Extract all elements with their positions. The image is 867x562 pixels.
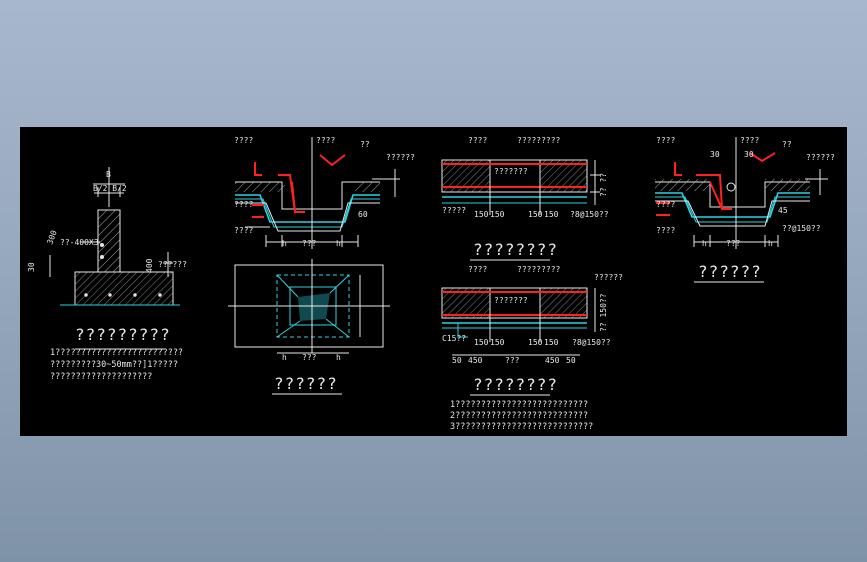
- detail5-bottom-5: 50: [566, 356, 576, 365]
- detail-trench-section: [235, 137, 400, 249]
- detail5-dim-1: 150: [474, 338, 489, 347]
- rebar-label: ??-400X3: [60, 238, 99, 247]
- detail2-dim-h-left: h: [282, 239, 287, 248]
- dim-b2-label: B/2 B/2: [93, 184, 127, 193]
- detail-slab-section-a: [441, 159, 600, 215]
- detail1-note-1: 1?????????????????????????: [50, 348, 183, 358]
- detail4-left: ?????: [442, 206, 466, 215]
- detail6-dim-mid: ???: [726, 239, 741, 248]
- detail6-rebar: ??@150??: [782, 224, 821, 233]
- detail2-label-5: ????: [234, 226, 253, 235]
- wall-section: [97, 209, 121, 273]
- detail5-rebar: ?8@150??: [572, 338, 611, 347]
- detail-slab-section-b: [441, 287, 596, 356]
- detail5-note-3: 3???????????????????????????: [450, 422, 593, 432]
- detail-plan-view: [228, 259, 390, 354]
- detail2-dim-h-right: h: [336, 239, 341, 248]
- detail5-top-right: ??????: [594, 273, 623, 282]
- dim-400-label: 400: [145, 258, 154, 273]
- detail4-top-left: ????: [468, 136, 487, 145]
- detail5-bottom-3: ???: [505, 356, 520, 365]
- detail6-side-label: ??????: [806, 153, 835, 162]
- detail6-label-1: ????: [656, 136, 675, 145]
- detail5-top-left: ????: [468, 265, 487, 274]
- detail4-dim-3: 150: [528, 210, 543, 219]
- detail1-title: ?????????: [75, 325, 171, 344]
- detail2-dim-60: 60: [358, 210, 368, 219]
- detail3-dim-h-left: h: [282, 353, 287, 362]
- detail6-dim-h-right: h: [768, 239, 773, 248]
- detail3-title: ??????: [274, 374, 338, 393]
- detail6-dim-30a: 30: [710, 150, 720, 159]
- detail5-dim-3: 150: [528, 338, 543, 347]
- detail4-top-mid: ?????????: [517, 136, 561, 145]
- detail5-bottom-2: 450: [468, 356, 483, 365]
- detail5-top-mid: ?????????: [517, 265, 561, 274]
- detail-wall-footing: [49, 167, 180, 350]
- detail6-dim-h-left: h: [702, 239, 707, 248]
- detail2-label-3: ????: [316, 136, 335, 145]
- drawing-svg: B B/2 B/2 300 30 400 ??-400X3 ?????? ???…: [27, 136, 835, 432]
- detail5-title: ????????: [473, 375, 558, 394]
- dim-b-label: B: [106, 170, 111, 179]
- detail2-label-2: ??: [360, 140, 370, 149]
- detail6-label-3: ????: [740, 136, 759, 145]
- detail6-label-4: ????: [656, 200, 675, 209]
- dim-30-label: 30: [27, 262, 36, 272]
- detail6-dim-45: 45: [778, 206, 788, 215]
- detail2-label-1: ????: [234, 136, 253, 145]
- detail4-side: ?? ??: [599, 173, 608, 197]
- detail4-dim-4: 150: [544, 210, 559, 219]
- detail5-dim-4: 150: [544, 338, 559, 347]
- detail3-dim-h-right: h: [336, 353, 341, 362]
- detail3-dim-mid: ???: [302, 353, 317, 362]
- detail5-inner: ???????: [494, 296, 528, 305]
- detail4-rebar: ?8@150??: [570, 210, 609, 219]
- detail1-note-2: ?????????30~50mm??]1?????: [50, 360, 178, 370]
- detail6-label-5: ????: [656, 226, 675, 235]
- detail4-dim-2: 150: [490, 210, 505, 219]
- tag-label: ??????: [158, 260, 187, 269]
- detail2-label-4: ????: [234, 200, 253, 209]
- detail2-side-label: ??????: [386, 153, 415, 162]
- detail2-dim-mid: ???: [302, 239, 317, 248]
- detail5-side: ?? 150??: [599, 293, 608, 332]
- detail4-inner: ???????: [494, 167, 528, 176]
- detail-trench-section-right: [655, 137, 828, 249]
- detail5-left: C15??: [442, 334, 466, 343]
- cad-drawing-canvas: B B/2 B/2 300 30 400 ??-400X3 ?????? ???…: [20, 127, 847, 436]
- detail6-label-2: ??: [782, 140, 792, 149]
- detail5-dim-2: 150: [490, 338, 505, 347]
- detail5-note-1: 1??????????????????????????: [450, 400, 588, 410]
- dim-300-label: 300: [45, 229, 58, 246]
- detail6-dim-30b: 30: [744, 150, 754, 159]
- detail5-bottom-4: 450: [545, 356, 560, 365]
- detail6-title: ??????: [698, 262, 762, 281]
- detail4-dim-1: 150: [474, 210, 489, 219]
- detail5-note-2: 2??????????????????????????: [450, 411, 588, 421]
- footing-section: [74, 271, 174, 306]
- detail1-note-3: ????????????????????: [50, 372, 152, 382]
- detail4-title: ????????: [473, 240, 558, 259]
- detail5-bottom-1: 50: [452, 356, 462, 365]
